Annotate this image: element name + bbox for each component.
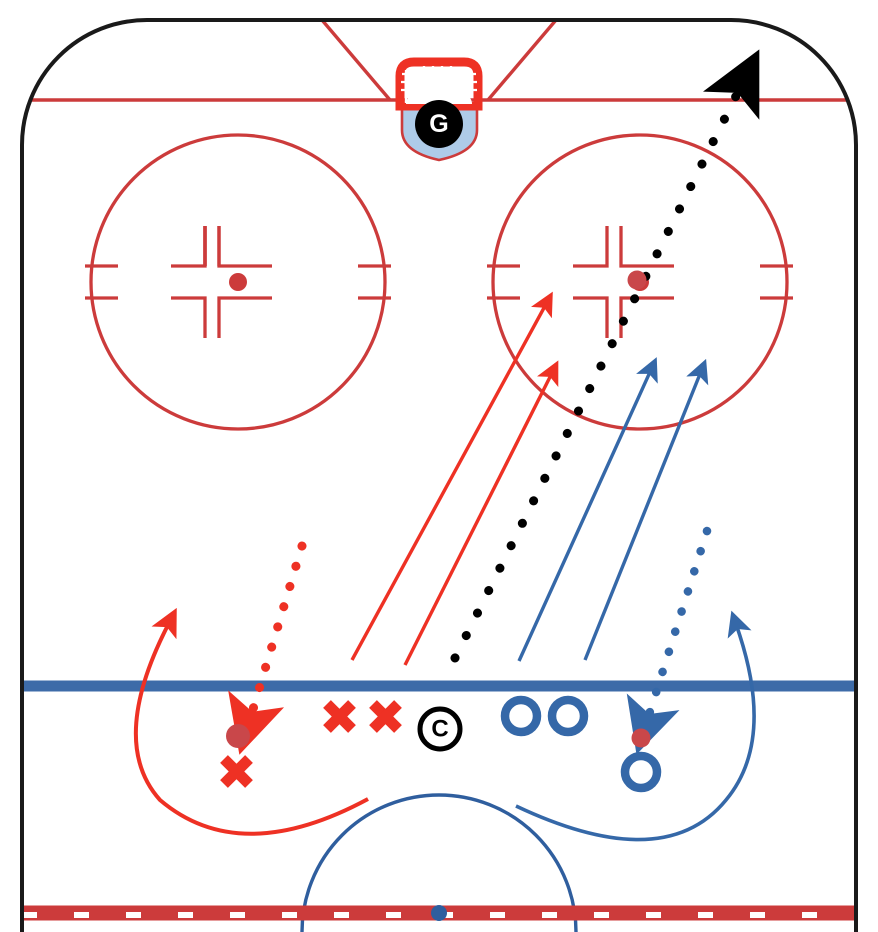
red-skating-arrow-2 xyxy=(403,360,559,666)
goalie-marker-label: G xyxy=(429,110,448,138)
player-x-3[interactable] xyxy=(369,700,402,733)
red-pass-dotted-arrow xyxy=(228,541,307,755)
puck-right xyxy=(631,728,651,748)
player-x-2[interactable] xyxy=(323,700,356,733)
player-o-1[interactable] xyxy=(500,695,542,737)
left-faceoff-circle xyxy=(85,133,391,431)
center-ice-circle xyxy=(300,793,578,932)
black-shot-dotted-arrow xyxy=(450,49,760,663)
coach-marker-label: C xyxy=(431,716,448,743)
left-faceoff-dot xyxy=(229,273,247,291)
player-x-1[interactable] xyxy=(220,755,253,788)
puck-left xyxy=(226,724,250,748)
puck-slot xyxy=(627,270,647,290)
red-skating-arrow-1 xyxy=(350,291,553,661)
player-o-3[interactable] xyxy=(620,751,662,793)
blue-skating-arrow-2 xyxy=(583,358,709,661)
goal-net xyxy=(395,57,483,111)
player-o-2[interactable] xyxy=(547,695,589,737)
goalie-trapezoid xyxy=(320,20,558,102)
center-ice-dot xyxy=(431,905,447,921)
red-loop-arrow xyxy=(133,607,369,836)
coach-marker[interactable]: C xyxy=(417,706,463,752)
blue-loop-arrow xyxy=(515,610,756,842)
blue-skating-arrow-1 xyxy=(517,357,658,662)
rink-boards xyxy=(20,18,858,932)
goalie-marker[interactable]: G xyxy=(415,100,463,148)
